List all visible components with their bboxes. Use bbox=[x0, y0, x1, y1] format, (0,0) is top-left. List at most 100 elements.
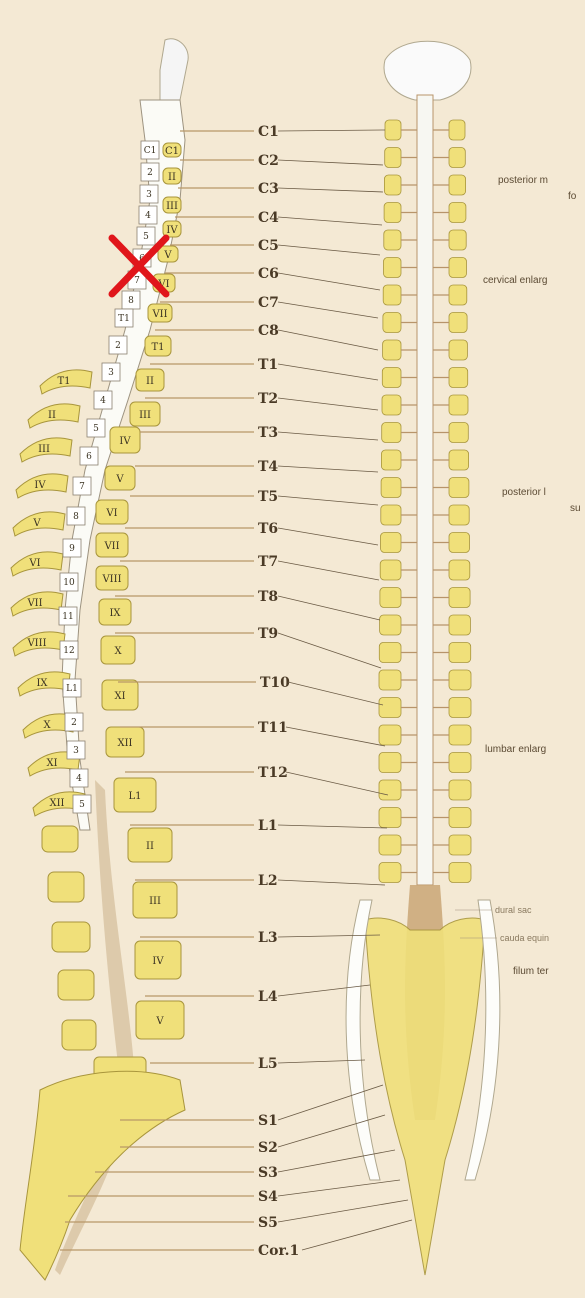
cord-segment: 4 bbox=[139, 206, 157, 224]
root-label: T9 bbox=[258, 626, 278, 642]
vertebra-label: C1 bbox=[165, 146, 179, 157]
cord-segment: 10 bbox=[60, 573, 78, 591]
cord-segment: 8 bbox=[67, 507, 85, 525]
rib-label: VI bbox=[28, 558, 40, 569]
root-label: L1 bbox=[258, 818, 278, 834]
cord-segment: 4 bbox=[94, 391, 112, 409]
vertebra: V bbox=[105, 466, 135, 490]
vertebra-label: X bbox=[114, 646, 122, 657]
cord-segment: 2 bbox=[141, 163, 159, 181]
root-label: T5 bbox=[258, 489, 278, 505]
vertebra: III bbox=[130, 402, 160, 426]
cord-segment-label: 7 bbox=[134, 276, 140, 286]
vertebra: L1 bbox=[114, 778, 156, 812]
vertebra: T1 bbox=[145, 336, 171, 356]
root-label: C7 bbox=[258, 295, 279, 311]
cord-segment-label: C1 bbox=[144, 146, 157, 156]
cord-segment: L1 bbox=[63, 679, 81, 697]
annotation-cauda-equina: cauda equin bbox=[500, 933, 549, 943]
root-label: L3 bbox=[258, 930, 278, 946]
vertebra: III bbox=[163, 197, 181, 213]
annotation-posterior-lateral: posterior l bbox=[502, 487, 546, 498]
root-label: S5 bbox=[258, 1215, 278, 1231]
vertebra: II bbox=[163, 168, 181, 184]
cord-segment: 3 bbox=[140, 185, 158, 203]
cord-segment: C1 bbox=[141, 141, 159, 159]
root-label: S3 bbox=[258, 1165, 278, 1181]
spinal-cord-posterior bbox=[417, 95, 433, 885]
cord-segment-label: 6 bbox=[86, 452, 92, 462]
cord-segment: 11 bbox=[59, 607, 77, 625]
root-label: T8 bbox=[258, 589, 278, 605]
cord-segment-label: 5 bbox=[143, 232, 149, 242]
cord-segment-label: 2 bbox=[147, 168, 153, 178]
root-label: L4 bbox=[258, 989, 278, 1005]
cord-segment: 5 bbox=[87, 419, 105, 437]
root-label: T3 bbox=[258, 425, 278, 441]
cord-segment-label: 3 bbox=[73, 746, 79, 756]
vertebra-label: II bbox=[168, 172, 176, 183]
vertebra-label: IV bbox=[119, 436, 131, 447]
cord-segment: 9 bbox=[63, 539, 81, 557]
vertebra: V bbox=[158, 246, 178, 262]
root-label: C1 bbox=[258, 124, 279, 140]
cord-segment: 4 bbox=[70, 769, 88, 787]
annotation-lumbar: lumbar enlarg bbox=[485, 744, 546, 755]
rib-label: XI bbox=[46, 758, 57, 769]
cord-segment-label: 2 bbox=[71, 718, 77, 728]
cord-segment: 2 bbox=[109, 336, 127, 354]
cord-segment-label: 8 bbox=[128, 296, 134, 306]
cord-segment-label: T1 bbox=[118, 314, 130, 324]
cord-segment-label: 9 bbox=[69, 544, 75, 554]
vertebra-label: IV bbox=[152, 956, 164, 967]
vertebra: II bbox=[128, 828, 172, 862]
annotation-posterior-lateral-2: su bbox=[570, 503, 581, 514]
vertebra: VII bbox=[148, 304, 172, 322]
root-label: L5 bbox=[258, 1056, 278, 1072]
vertebra-label: III bbox=[149, 896, 161, 907]
cord-segment: 5 bbox=[73, 795, 91, 813]
root-label: S2 bbox=[258, 1140, 278, 1156]
root-label: T12 bbox=[258, 765, 288, 781]
cord-segment-label: 7 bbox=[79, 482, 85, 492]
root-label: Cor.1 bbox=[258, 1243, 299, 1259]
annotation-posterior-median: posterior m bbox=[498, 175, 548, 186]
vertebra-label: VII bbox=[103, 541, 119, 552]
rib-label: II bbox=[48, 410, 56, 421]
cord-segment-label: L1 bbox=[66, 684, 78, 694]
rib-label: T1 bbox=[57, 376, 70, 387]
vertebra: IV bbox=[110, 427, 140, 453]
annotation-posterior-median-2: fo bbox=[568, 191, 577, 202]
vertebra-label: IX bbox=[109, 608, 121, 619]
cord-segment-label: 12 bbox=[63, 646, 74, 656]
annotation-dural-sac: dural sac bbox=[495, 905, 532, 915]
root-label: T4 bbox=[258, 459, 278, 475]
cord-segment: 8 bbox=[122, 291, 140, 309]
vertebra-label: V bbox=[115, 474, 124, 485]
root-label: C5 bbox=[258, 238, 279, 254]
cord-segment: 3 bbox=[67, 741, 85, 759]
cord-segment-label: 3 bbox=[108, 368, 114, 378]
cord-segment-label: 4 bbox=[145, 211, 151, 221]
vertebra-label: V bbox=[155, 1016, 164, 1027]
root-label: S4 bbox=[258, 1189, 278, 1205]
vertebra: III bbox=[133, 882, 177, 918]
vertebra-label: III bbox=[139, 410, 151, 421]
root-label: T11 bbox=[258, 720, 288, 736]
rib-label: VIII bbox=[26, 638, 46, 649]
cord-segment: 5 bbox=[137, 227, 155, 245]
vertebra: XI bbox=[102, 680, 138, 710]
root-label: C4 bbox=[258, 210, 279, 226]
root-label: C2 bbox=[258, 153, 279, 169]
root-label: C3 bbox=[258, 181, 279, 197]
root-label: T10 bbox=[260, 675, 290, 691]
root-label: T6 bbox=[258, 521, 278, 537]
vertebra: II bbox=[136, 369, 164, 391]
cord-segment: 6 bbox=[80, 447, 98, 465]
annotation-cervical: cervical enlarg bbox=[483, 275, 547, 286]
vertebra: C1 bbox=[163, 143, 181, 157]
rib-label: III bbox=[38, 444, 50, 455]
rib-label: VII bbox=[26, 598, 42, 609]
cord-segment-label: 4 bbox=[76, 774, 82, 784]
